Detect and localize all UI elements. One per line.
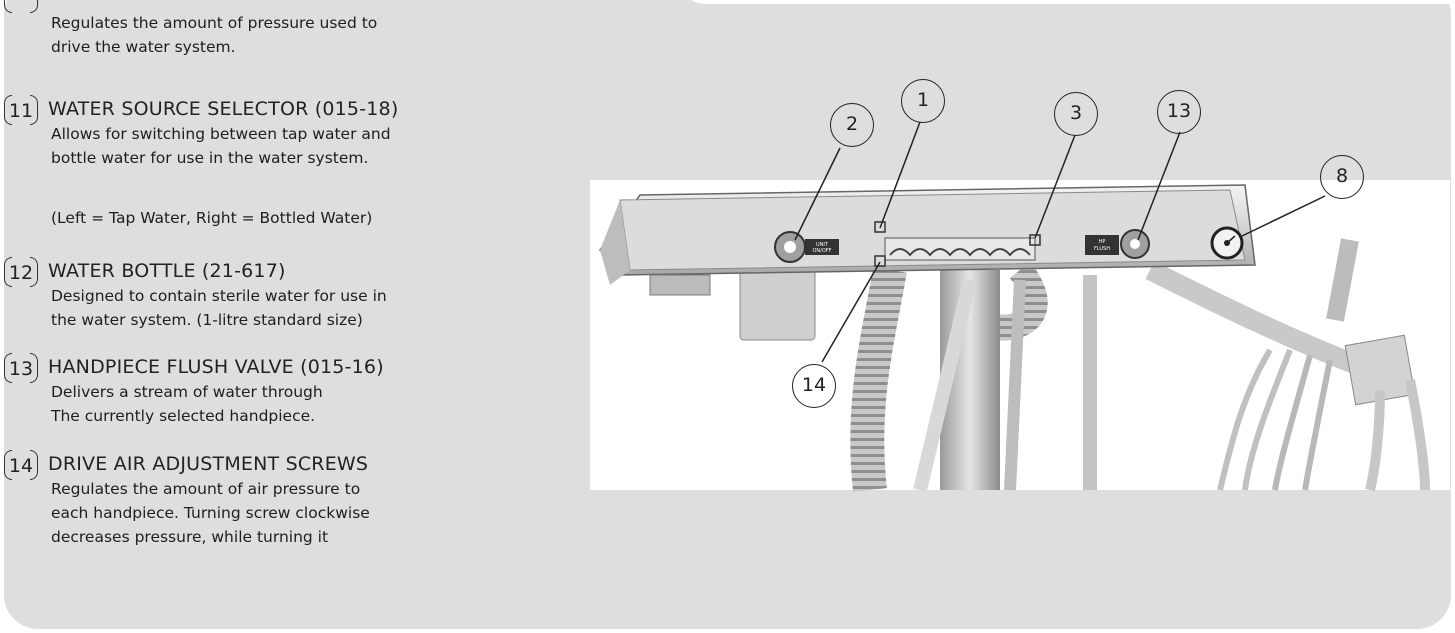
item-number-badge: 11 xyxy=(4,95,38,126)
page-corner-tab xyxy=(676,0,1455,4)
dental-unit-illustration: UNIT ON/OFF HP FLUSH xyxy=(590,121,1450,492)
legend-item-12: 12 WATER BOTTLE (21-617) Designed to con… xyxy=(4,257,526,338)
unit-power-switch: UNIT ON/OFF xyxy=(774,231,839,263)
item-title: HANDPIECE FLUSH VALVE (015-16) xyxy=(48,356,384,378)
item-description-line: Designed to contain sterile water for us… xyxy=(51,287,387,305)
item-number-badge: 13 xyxy=(4,353,38,384)
item-description-line: drive the water system. xyxy=(51,38,236,56)
item-description-line: Regulates the amount of pressure used to xyxy=(51,14,378,32)
callout-2: 2 xyxy=(830,103,874,147)
item-number: 12 xyxy=(8,262,34,284)
item-description-line: decreases pressure, while turning it xyxy=(51,528,329,546)
unit-switch-label: ON/OFF xyxy=(812,248,831,254)
item-description-line: the water system. (1-litre standard size… xyxy=(51,311,363,329)
item-description-line: each handpiece. Turning screw clockwise xyxy=(51,504,370,522)
item-description-line: (Left = Tap Water, Right = Bottled Water… xyxy=(51,209,373,227)
flush-switch-label: FLUSH xyxy=(1094,246,1110,252)
callout-3: 3 xyxy=(1054,92,1098,136)
item-description-line: The currently selected handpiece. xyxy=(51,407,316,425)
handpiece-arm xyxy=(1145,261,1374,380)
item-title: DRIVE AIR ADJUSTMENT SCREWS xyxy=(48,453,369,475)
hp-flush-switch: HP FLUSH xyxy=(1085,229,1150,259)
item-number-badge: 14 xyxy=(4,450,38,481)
callout-leader-lines xyxy=(794,121,1326,363)
item-number-badge: 12 xyxy=(4,257,38,288)
item-description-line: Regulates the amount of air pressure to xyxy=(51,480,361,498)
legend-item-11: 11 WATER SOURCE SELECTOR (015-18) Allows… xyxy=(4,95,526,236)
item-number: 11 xyxy=(8,100,34,122)
dental-unit-diagram: UNIT ON/OFF HP FLUSH xyxy=(590,70,1450,500)
item-number: 14 xyxy=(8,455,34,477)
item-title: WATER SOURCE SELECTOR (015-18) xyxy=(48,98,399,120)
legend-item-13: 13 HANDPIECE FLUSH VALVE (015-16) Delive… xyxy=(4,353,526,434)
legend-item-14: 14 DRIVE AIR ADJUSTMENT SCREWS Regulates… xyxy=(4,450,526,561)
unit-switch-label: UNIT xyxy=(816,242,829,248)
item-number-badge xyxy=(4,0,38,14)
suction-hose xyxy=(850,267,907,492)
handpiece xyxy=(1326,238,1359,322)
callout-1: 1 xyxy=(901,79,945,123)
legend-item-10-partial: Regulates the amount of pressure used to… xyxy=(4,0,506,60)
item-description-line: Delivers a stream of water through xyxy=(51,383,323,401)
flush-switch-label: HP xyxy=(1099,239,1106,245)
callout-8: 8 xyxy=(1320,155,1364,199)
item-number: 13 xyxy=(8,358,34,380)
item-title: WATER BOTTLE (21-617) xyxy=(48,260,286,282)
bottle-housing xyxy=(739,269,816,341)
pressure-gauge xyxy=(1210,226,1244,260)
drive-air-adjustment-screws xyxy=(874,221,1041,267)
callout-13: 13 xyxy=(1157,90,1201,134)
item-description-line: Allows for switching between tap water a… xyxy=(51,125,391,143)
item-description-line: bottle water for use in the water system… xyxy=(51,149,369,167)
callout-14: 14 xyxy=(792,364,836,408)
